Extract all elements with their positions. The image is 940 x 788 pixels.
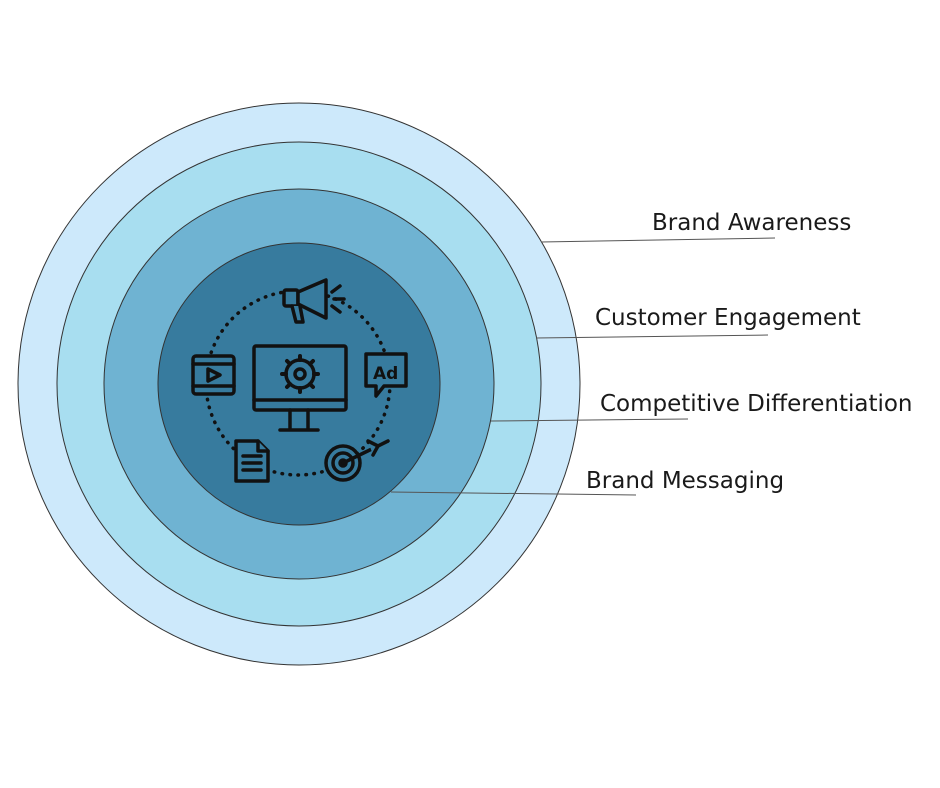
svg-text:Ad: Ad xyxy=(373,364,398,384)
leader-lines xyxy=(390,237,776,496)
video-play-icon xyxy=(191,354,236,396)
megaphone-icon xyxy=(282,278,346,324)
label-competitive-differentiation: Competitive Differentiation xyxy=(600,391,913,417)
leader-line-customer-engagement xyxy=(535,334,769,339)
label-brand-awareness: Brand Awareness xyxy=(652,210,851,236)
labels: Brand Awareness Customer Engagement Comp… xyxy=(586,210,913,494)
leader-line-brand-messaging xyxy=(390,491,637,496)
label-customer-engagement: Customer Engagement xyxy=(595,305,861,331)
monitor-gear-icon xyxy=(252,344,348,432)
label-brand-messaging: Brand Messaging xyxy=(586,468,784,494)
leader-line-competitive-differentiation xyxy=(490,418,689,422)
target-arrow-icon xyxy=(324,439,390,482)
leader-line-brand-awareness xyxy=(540,237,776,243)
center-icon-cluster: Ad xyxy=(191,278,408,483)
ad-bubble-icon: Ad xyxy=(364,352,408,398)
document-icon xyxy=(234,439,270,483)
